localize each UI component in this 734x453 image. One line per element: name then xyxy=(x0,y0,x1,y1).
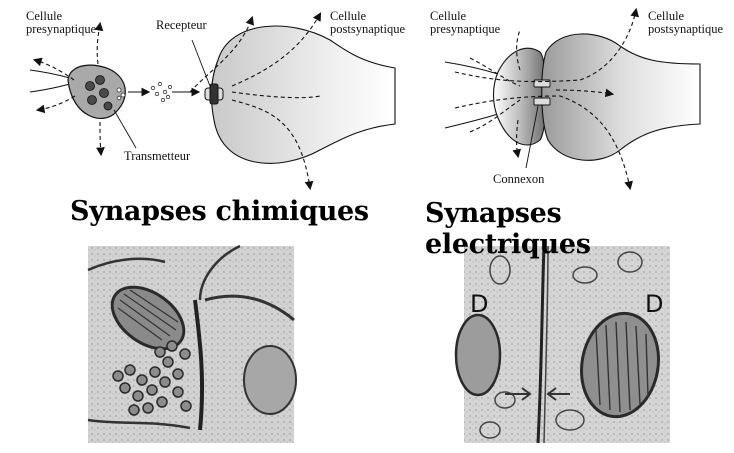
chemical-postsynaptic-label: Cellule postsynaptique xyxy=(330,10,405,36)
postsynaptic-cell xyxy=(542,34,700,160)
postsynaptic-cell xyxy=(211,26,395,163)
electrical-postsynaptic-label: Cellule postsynaptique xyxy=(648,10,723,36)
electrical-presynaptic-label: Cellule presynaptique xyxy=(430,10,500,36)
presynaptic-terminal xyxy=(68,65,125,118)
connexon-label: Connexon xyxy=(493,173,544,186)
micrograph-marker-left: D xyxy=(470,290,488,318)
chemical-synapse-diagram xyxy=(30,14,395,188)
chemical-synapses-title: Synapses chimiques xyxy=(70,196,369,227)
chemical-synapse-micrograph xyxy=(88,246,296,443)
electrical-synapse-micrograph xyxy=(456,246,670,443)
receptor-label: Recepteur xyxy=(156,19,207,32)
electrical-synapses-title: Synapses electriques xyxy=(425,198,734,260)
chemical-presynaptic-label: Cellule presynaptique xyxy=(26,10,96,36)
electrical-synapse-diagram xyxy=(445,10,700,188)
micrograph-marker-right: D xyxy=(645,290,663,318)
transmitter-label: Transmetteur xyxy=(124,150,190,163)
